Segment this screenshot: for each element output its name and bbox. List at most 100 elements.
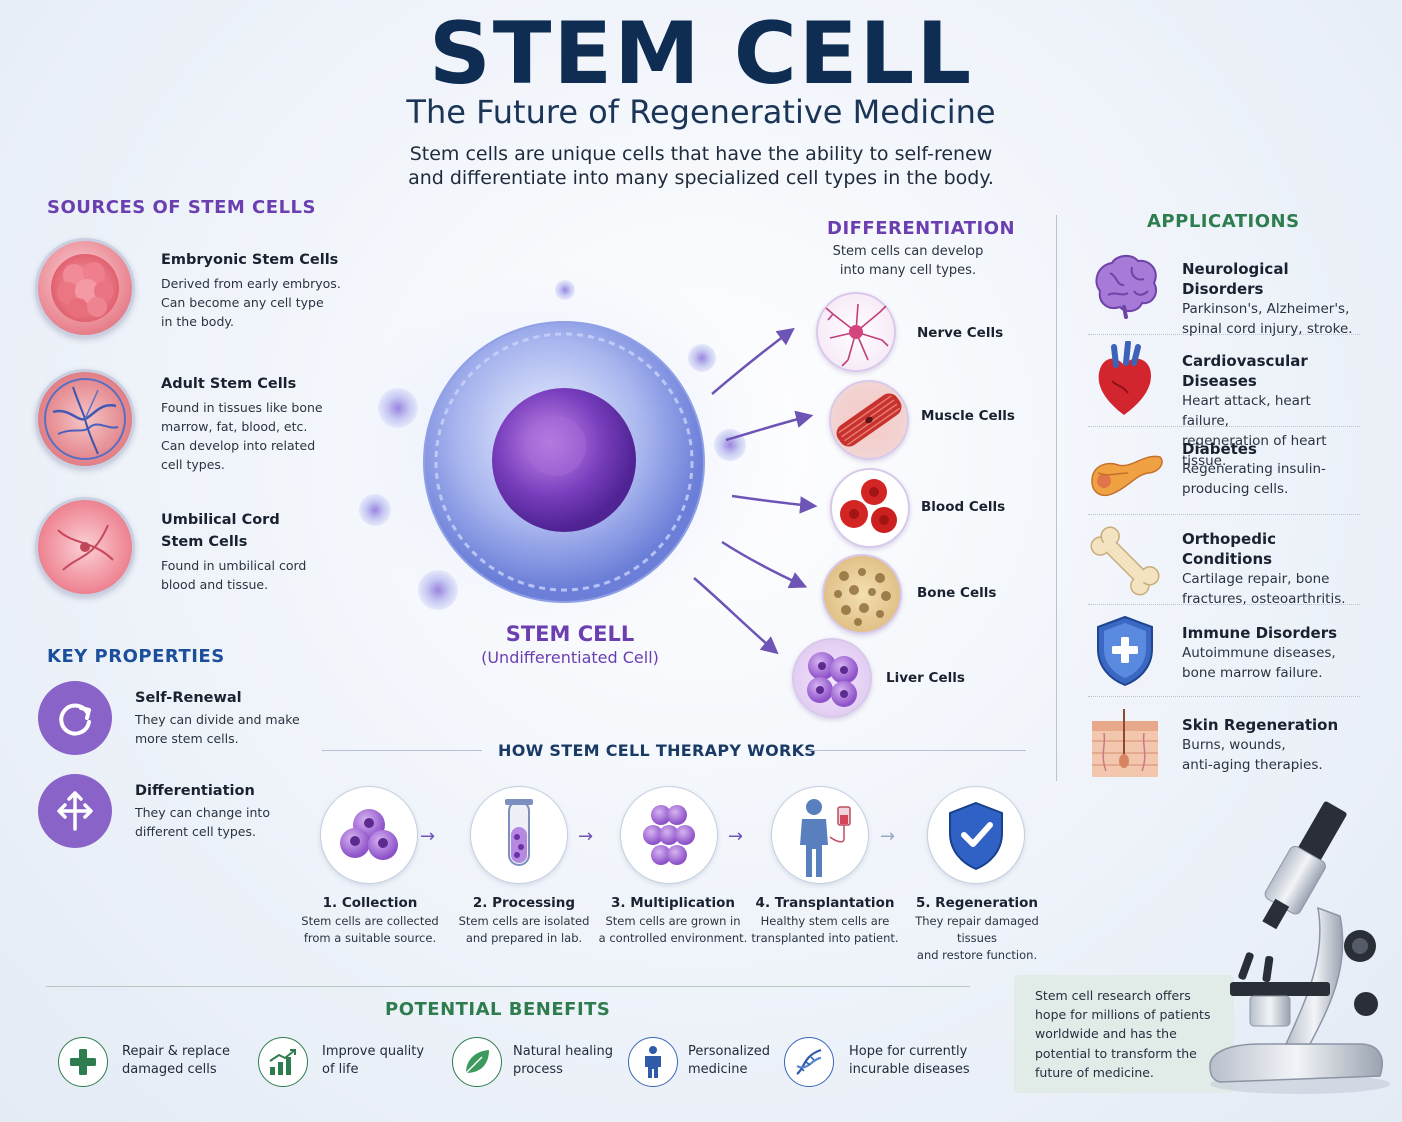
- arrow-to-muscle: [725, 410, 814, 442]
- step-desc-line: Stem cells are collected: [301, 914, 439, 928]
- source-desc: Found in tissues like bone marrow, fat, …: [161, 398, 323, 474]
- arrow-to-liver: [693, 577, 779, 655]
- differentiation-desc: Stem cells can develop into many cell ty…: [808, 242, 1008, 280]
- small-cell: [378, 388, 418, 428]
- sources-heading: SOURCES OF STEM CELLS: [47, 197, 316, 218]
- person-glyph: [645, 1046, 661, 1078]
- application-desc-line: bone marrow failure.: [1182, 665, 1323, 681]
- source-umbilical: Umbilical Cord Stem Cells Found in umbil…: [161, 510, 306, 594]
- arrow-to-nerve: [711, 327, 795, 395]
- benefit-line: incurable diseases: [849, 1062, 970, 1077]
- applications-divider: [1056, 215, 1057, 781]
- step-processing: 2. Processing Stem cells are isolated an…: [448, 893, 600, 947]
- application-desc-line: Heart attack, heart failure,: [1182, 393, 1311, 429]
- bone-icon: [1090, 526, 1160, 596]
- liver-cell-art: [807, 652, 858, 707]
- patient-art: [800, 799, 851, 877]
- embryonic-cell-art: [51, 254, 119, 322]
- application-desc-line: Parkinson's, Alzheimer's,: [1182, 301, 1350, 317]
- source-desc-line: Can develop into related: [161, 438, 316, 453]
- application-desc-line: Burns, wounds,: [1182, 737, 1286, 753]
- umbilical-cell-art: [57, 524, 114, 571]
- step-desc-line: and prepared in lab.: [465, 931, 583, 945]
- step-desc-line: Stem cells are grown in: [605, 914, 741, 928]
- benefit-quality: Improve quality of life: [322, 1043, 424, 1079]
- property-title: Self-Renewal: [135, 690, 242, 706]
- growth-chart-glyph: [269, 1049, 296, 1075]
- step-regeneration-icon: [927, 786, 1025, 884]
- small-cell: [418, 570, 458, 610]
- source-desc-line: cell types.: [161, 457, 225, 472]
- differentiation-arrows: [693, 327, 818, 655]
- step-regeneration: 5. Regeneration They repair damaged tiss…: [904, 893, 1050, 964]
- application-desc-line: fractures, osteoarthritis.: [1182, 591, 1346, 607]
- adult-stem-cell-icon: [35, 369, 135, 469]
- step-arrow: →: [578, 826, 594, 847]
- property-self-renewal: Self-Renewal They can divide and make mo…: [135, 688, 300, 748]
- muscle-cell-art: [836, 393, 902, 447]
- step-processing-icon: [470, 786, 568, 884]
- step-title: 3. Multiplication: [611, 895, 735, 911]
- arrow-to-bone: [721, 540, 808, 589]
- heart-icon: [1098, 341, 1151, 415]
- application-title: Immune Disorders: [1182, 624, 1338, 642]
- step-multiplication: 3. Multiplication Stem cells are grown i…: [596, 893, 750, 947]
- skin-icon: [1092, 709, 1158, 777]
- adult-cell-art: [44, 378, 126, 460]
- diff-label-blood: Blood Cells: [921, 499, 1006, 515]
- benefit-line: Personalized: [688, 1044, 770, 1059]
- step-desc-line: transplanted into patient.: [751, 931, 899, 945]
- intro-line: Stem cells are unique cells that have th…: [409, 143, 993, 165]
- source-desc-line: Found in tissues like bone: [161, 400, 323, 415]
- callout-line: future of medicine.: [1035, 1064, 1154, 1080]
- leaf-icon: [452, 1037, 502, 1087]
- bone-cell-art: [834, 568, 891, 626]
- pancreas-icon: [1091, 455, 1163, 497]
- step-title: 5. Regeneration: [915, 895, 1039, 911]
- source-title: Adult Stem Cells: [161, 376, 297, 392]
- benefit-line: Repair & replace: [122, 1044, 231, 1059]
- application-title: Orthopedic Conditions: [1182, 530, 1276, 568]
- application-text: Immune Disorders Autoimmune diseases, bo…: [1182, 623, 1337, 683]
- central-stem-cell-illustration: [335, 265, 795, 630]
- page-title: STEM CELL: [428, 4, 974, 104]
- refresh-glyph: [59, 703, 91, 736]
- property-desc-line: They can divide and make: [135, 712, 300, 727]
- step-title: 4. Transplantation: [755, 895, 895, 911]
- application-desc-line: Cartilage repair, bone: [1182, 571, 1330, 587]
- application-text: Diabetes Regenerating insulin- producing…: [1182, 439, 1326, 499]
- refresh-icon: [38, 681, 112, 755]
- source-adult: Adult Stem Cells Found in tissues like b…: [161, 374, 323, 474]
- step-desc-line: Stem cells are isolated: [458, 914, 590, 928]
- source-desc-line: Can become any cell type: [161, 295, 324, 310]
- source-desc-line: Derived from early embryos.: [161, 276, 341, 291]
- intro-text: Stem cells are unique cells that have th…: [360, 142, 1042, 190]
- application-desc-line: Regenerating insulin-: [1182, 461, 1326, 477]
- plus-icon: [58, 1037, 108, 1087]
- step-title: 1. Collection: [322, 895, 418, 911]
- split-arrows-icon: [38, 774, 112, 848]
- benefit-healing: Natural healing process: [513, 1043, 613, 1079]
- small-cell: [555, 280, 575, 300]
- growth-chart-icon: [258, 1037, 308, 1087]
- property-title: Differentiation: [135, 783, 255, 799]
- benefit-hope: Hope for currently incurable diseases: [849, 1043, 970, 1079]
- umbilical-cord-cell-icon: [35, 497, 135, 597]
- step-desc-line: a controlled environment.: [598, 931, 748, 945]
- small-cell: [688, 344, 716, 372]
- benefit-line: medicine: [688, 1062, 748, 1077]
- step-collection-icon: [320, 786, 418, 884]
- application-title: Skin Regeneration: [1182, 716, 1339, 734]
- benefits-heading: POTENTIAL BENEFITS: [385, 999, 611, 1020]
- therapy-heading: HOW STEM CELL THERAPY WORKS: [498, 741, 817, 760]
- plus-glyph: [70, 1049, 96, 1075]
- application-text: Neurological Disorders Parkinson's, Alzh…: [1182, 259, 1360, 339]
- collection-art: [340, 809, 398, 860]
- differentiation-desc-line: into many cell types.: [839, 263, 977, 278]
- benefit-line: process: [513, 1062, 563, 1077]
- source-desc-line: marrow, fat, blood, etc.: [161, 419, 308, 434]
- diff-label-bone: Bone Cells: [917, 585, 997, 601]
- application-text: Cardiovascular Diseases Heart attack, he…: [1182, 351, 1360, 471]
- liver-cell-icon: [792, 638, 872, 718]
- blood-cell-art: [840, 479, 897, 533]
